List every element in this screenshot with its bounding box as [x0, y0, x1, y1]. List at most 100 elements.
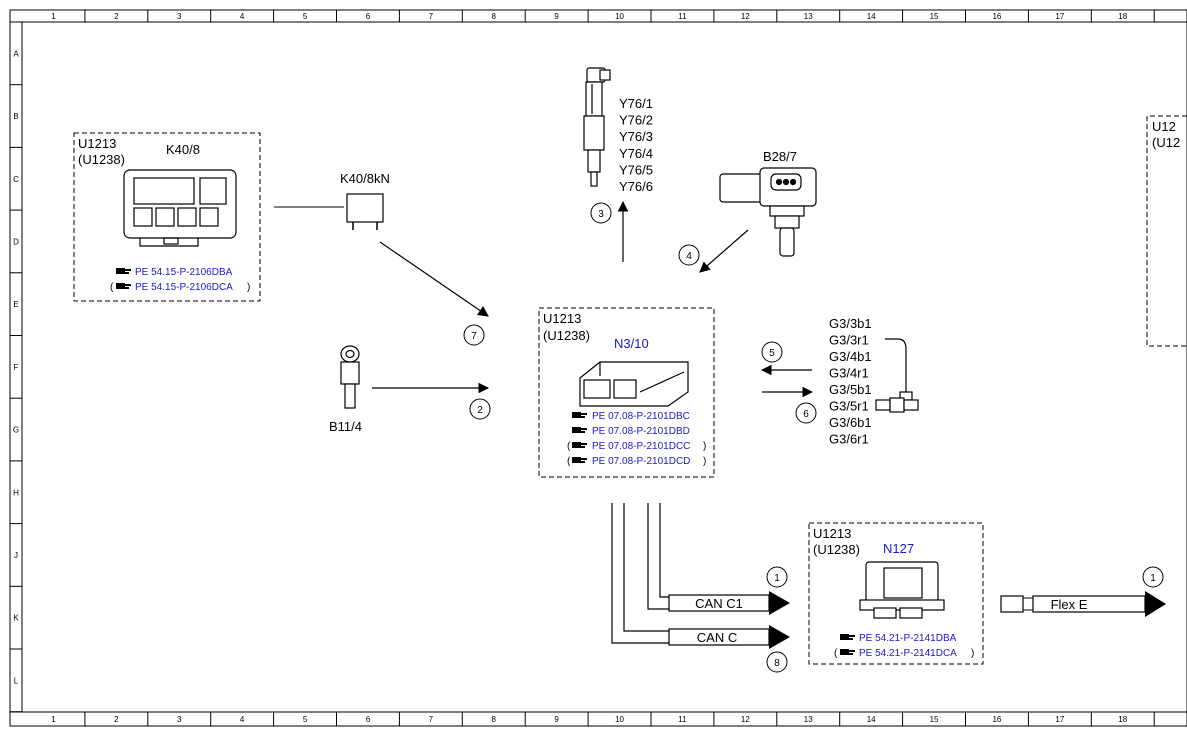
svg-text:): ) [703, 441, 706, 452]
n127-reference-1: PE 54.21-P-2141DBA [840, 633, 957, 644]
k40-reference-2: ( PE 54.15-P-2106DCA ) [110, 282, 250, 293]
n127-label: N127 [883, 541, 914, 556]
column-number: 9 [554, 715, 559, 724]
injector-label: Y76/3 [619, 129, 653, 144]
k40-box-title-u1213: U1213 [78, 136, 116, 151]
svg-text:U12: U12 [1152, 119, 1176, 134]
k40-8kn-relay: K40/8kN [340, 171, 390, 230]
column-number: 13 [804, 12, 813, 21]
b28-signal-arrow [699, 229, 749, 273]
column-number: 6 [366, 12, 371, 21]
svg-text:(: ( [567, 441, 571, 452]
column-number: 17 [1055, 12, 1064, 21]
b11-4-coolant-temp-sensor-icon [340, 345, 360, 409]
svg-text:1: 1 [1150, 573, 1156, 584]
row-letter: B [13, 112, 18, 121]
column-number: 16 [992, 12, 1001, 21]
k40-ref-1-text: PE 54.15-P-2106DBA [135, 267, 233, 278]
k40-box-title-u1238: (U1238) [78, 152, 125, 167]
n127-powertrain-control-box: U1213 (U1238) N127 PE 54.21-P-2141DBA ( … [808, 522, 984, 665]
o2-sensor-label: G3/4b1 [829, 349, 872, 364]
column-number: 9 [554, 12, 559, 21]
k40-8-fuse-relay-box: U1213 (U1238) K40/8 PE 54.15-P-2106DBA (… [73, 132, 261, 302]
injector-label: Y76/5 [619, 162, 653, 177]
b11-4-label: B11/4 [329, 419, 362, 434]
row-letter: C [13, 175, 19, 184]
o2-sensor-label: G3/3r1 [829, 333, 869, 348]
row-letter: L [14, 676, 19, 685]
marker-4: 4 [678, 244, 700, 266]
o2-sensor-label: G3/5b1 [829, 382, 872, 397]
marker-1-flex: 1 [1142, 566, 1164, 588]
column-number: 14 [867, 715, 876, 724]
svg-text:): ) [247, 282, 250, 293]
can-c-bus: CAN C [668, 625, 790, 649]
control-module-icon [859, 561, 945, 619]
column-number: 5 [303, 715, 308, 724]
injector-label: Y76/4 [619, 146, 653, 161]
row-letter: E [13, 300, 18, 309]
n3-reference-4: ( PE 07.08-P-2101DCD ) [567, 456, 706, 467]
row-letter: F [14, 363, 19, 372]
svg-text:7: 7 [471, 331, 477, 342]
marker-5: 5 [761, 341, 783, 363]
k40-8-label: K40/8 [166, 142, 200, 157]
column-number: 4 [240, 12, 245, 21]
svg-text:(: ( [110, 282, 114, 293]
svg-text:PE 07.08-P-2101DCC: PE 07.08-P-2101DCC [592, 441, 690, 452]
column-number: 3 [177, 715, 182, 724]
flex-e-label: Flex E [1051, 597, 1088, 612]
svg-text:(: ( [834, 648, 838, 659]
n3-reference-2: PE 07.08-P-2101DBD [572, 426, 690, 437]
column-number: 1 [51, 12, 56, 21]
injector-label: Y76/6 [619, 179, 653, 194]
svg-text:2: 2 [477, 405, 483, 416]
b28-7-label: B28/7 [763, 149, 797, 164]
column-number: 18 [1118, 12, 1127, 21]
svg-text:PE 07.08-P-2101DBD: PE 07.08-P-2101DBD [592, 426, 690, 437]
marker-2: 2 [469, 398, 491, 420]
k40-reference-1: PE 54.15-P-2106DBA [116, 267, 233, 278]
o2-sensor-label: G3/3b1 [829, 316, 872, 331]
column-number: 8 [492, 715, 497, 724]
column-number: 2 [114, 715, 119, 724]
column-number: 3 [177, 12, 182, 21]
can-bus-wiring [611, 503, 669, 644]
k40-ref-2-text: PE 54.15-P-2106DCA [135, 282, 233, 293]
fuel-injector-icon [583, 67, 611, 187]
row-letter: J [14, 551, 18, 560]
o2-sensor-label: G3/6b1 [829, 415, 872, 430]
column-number: 16 [992, 715, 1001, 724]
svg-text:(U12: (U12 [1152, 135, 1180, 150]
column-number: 15 [930, 715, 939, 724]
b28-7-pressure-sensor-icon [719, 167, 817, 257]
column-number: 7 [429, 715, 434, 724]
marker-8: 8 [766, 651, 788, 673]
n3-10-engine-control-box: U1213 (U1238) N3/10 PE 07.08-P-2101DBC P… [538, 307, 715, 478]
n3-reference-1: PE 07.08-P-2101DBC [572, 411, 690, 422]
svg-text:5: 5 [769, 348, 775, 359]
column-number: 12 [741, 12, 750, 21]
can-c-label: CAN C [697, 630, 737, 645]
o2-sensor-label: G3/5r1 [829, 399, 869, 414]
k40-8kn-label: K40/8kN [340, 171, 390, 186]
column-number: 2 [114, 12, 119, 21]
column-number: 5 [303, 12, 308, 21]
column-number: 10 [615, 12, 624, 21]
svg-text:4: 4 [686, 251, 692, 262]
marker-3: 3 [590, 202, 612, 224]
svg-text:PE 07.08-P-2101DCD: PE 07.08-P-2101DCD [592, 456, 690, 467]
o2-sensor-label: G3/4r1 [829, 366, 869, 381]
column-number: 13 [804, 715, 813, 724]
marker-1: 1 [766, 566, 788, 588]
svg-text:): ) [971, 648, 974, 659]
right-partial-box: U12 (U12 [1146, 115, 1187, 347]
column-number: 8 [492, 12, 497, 21]
n3-10-label: N3/10 [614, 336, 649, 351]
